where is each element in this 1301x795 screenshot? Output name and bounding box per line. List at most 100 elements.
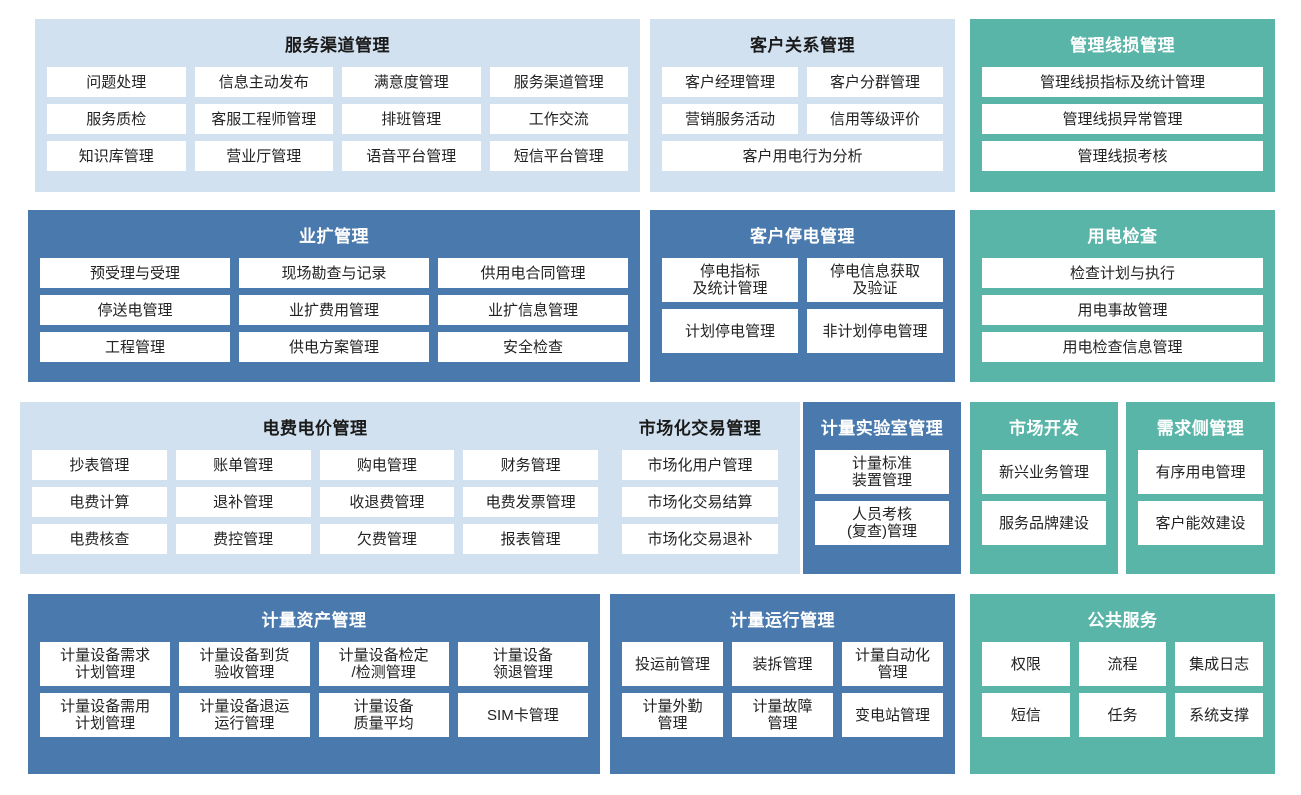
tile-credit-rating-evaluation[interactable]: 信用等级评价 (807, 104, 943, 135)
panel-metering-asset-management[interactable]: 计量资产管理 计量设备需求 计划管理 计量设备到货 验收管理 计量设备检定 /检… (28, 594, 600, 774)
tile-permission[interactable]: 权限 (982, 642, 1070, 687)
tile-outage-indicator-statistics[interactable]: 停电指标 及统计管理 (662, 258, 798, 303)
tile-problem-handling[interactable]: 问题处理 (47, 67, 186, 98)
tile-system-support[interactable]: 系统支撑 (1175, 693, 1263, 738)
tile-power-cut-restore-management[interactable]: 停送电管理 (40, 295, 230, 326)
tile-pre-commissioning-management[interactable]: 投运前管理 (622, 642, 723, 687)
tile-emerging-business-management[interactable]: 新兴业务管理 (982, 450, 1106, 495)
panel-title: 管理线损管理 (1070, 36, 1175, 55)
tile-metering-field-work-management[interactable]: 计量外勤 管理 (622, 693, 723, 738)
tile-shift-scheduling-management[interactable]: 排班管理 (342, 104, 481, 135)
panel-customer-relationship-management[interactable]: 客户关系管理 客户经理管理 客户分群管理 营销服务活动 信用等级评价 客户用电行… (650, 19, 955, 192)
tile-voice-platform-management[interactable]: 语音平台管理 (342, 141, 481, 172)
tile-meter-reading-management[interactable]: 抄表管理 (32, 450, 167, 481)
tile-equipment-decommission-operation-management[interactable]: 计量设备退运 运行管理 (179, 693, 310, 738)
panel-metering-laboratory-management[interactable]: 计量实验室管理 计量标准 装置管理 人员考核 (复查)管理 (803, 402, 961, 574)
tile-task[interactable]: 任务 (1078, 693, 1167, 738)
tile-equipment-usage-plan-management[interactable]: 计量设备需用 计划管理 (40, 693, 171, 738)
tile-workflow[interactable]: 流程 (1078, 642, 1167, 687)
tile-service-quality-inspection[interactable]: 服务质检 (47, 104, 186, 135)
panel-service-channel-management[interactable]: 服务渠道管理 问题处理 信息主动发布 满意度管理 服务渠道管理 服务质检 客服工… (35, 19, 640, 192)
tile-power-purchase-management[interactable]: 购电管理 (319, 450, 455, 481)
tile-equipment-verification-testing-management[interactable]: 计量设备检定 /检测管理 (318, 642, 449, 687)
panel-electricity-usage-inspection[interactable]: 用电检查 检查计划与执行 用电事故管理 用电检查信息管理 (970, 210, 1275, 382)
tile-account-manager-management[interactable]: 客户经理管理 (662, 67, 798, 98)
panel-demand-side-management[interactable]: 需求侧管理 有序用电管理 客户能效建设 (1126, 402, 1275, 574)
tile-orderly-electricity-use-management[interactable]: 有序用电管理 (1138, 450, 1263, 495)
tile-line-loss-assessment[interactable]: 管理线损考核 (982, 141, 1263, 172)
tile-bill-management[interactable]: 账单管理 (175, 450, 311, 481)
tile-electricity-accident-management[interactable]: 用电事故管理 (982, 295, 1263, 326)
tile-inspection-info-management[interactable]: 用电检查信息管理 (982, 332, 1263, 363)
row-fee-market-metering: 电费电价管理 抄表管理 账单管理 购电管理 财务管理 电费计算 退补管理 收退费… (0, 402, 1301, 574)
panel-title: 市场化交易管理 (638, 419, 762, 438)
tile-electricity-fee-calculation[interactable]: 电费计算 (32, 487, 167, 518)
tile-electricity-invoice-management[interactable]: 电费发票管理 (463, 487, 598, 518)
tile-power-supply-contract-management[interactable]: 供用电合同管理 (438, 258, 628, 289)
tile-arrears-management[interactable]: 欠费管理 (319, 524, 455, 555)
tile-outage-info-acquisition-verification[interactable]: 停电信息获取 及验证 (807, 258, 943, 303)
tile-proactive-info-release[interactable]: 信息主动发布 (194, 67, 333, 98)
panel-market-development[interactable]: 市场开发 新兴业务管理 服务品牌建设 (970, 402, 1118, 574)
panel-business-expansion-management[interactable]: 业扩管理 预受理与受理 现场勘查与记录 供用电合同管理 停送电管理 业扩费用管理… (28, 210, 640, 382)
tile-site-survey-and-record[interactable]: 现场勘查与记录 (239, 258, 429, 289)
tile-engineering-management[interactable]: 工程管理 (40, 332, 230, 363)
tile-report-management[interactable]: 报表管理 (463, 524, 598, 555)
tile-equipment-arrival-acceptance-management[interactable]: 计量设备到货 验收管理 (179, 642, 310, 687)
tile-grid: 有序用电管理 客户能效建设 (1138, 450, 1263, 562)
tile-safety-inspection[interactable]: 安全检查 (438, 332, 628, 363)
tile-market-transaction-settlement[interactable]: 市场化交易结算 (622, 487, 778, 518)
tile-market-transaction-refund[interactable]: 市场化交易退补 (622, 524, 778, 555)
tile-power-supply-plan-management[interactable]: 供电方案管理 (239, 332, 429, 363)
tile-expansion-info-management[interactable]: 业扩信息管理 (438, 295, 628, 326)
tile-customer-energy-efficiency-building[interactable]: 客户能效建设 (1138, 501, 1263, 546)
panel-title: 用电检查 (1087, 227, 1158, 246)
tile-refund-supplement-management[interactable]: 退补管理 (175, 487, 311, 518)
tile-work-communication[interactable]: 工作交流 (489, 104, 628, 135)
tile-collection-refund-management[interactable]: 收退费管理 (319, 487, 455, 518)
tile-equipment-issue-return-management[interactable]: 计量设备 领退管理 (457, 642, 588, 687)
panel-title: 需求侧管理 (1156, 419, 1245, 438)
tile-equipment-demand-plan-management[interactable]: 计量设备需求 计划管理 (40, 642, 171, 687)
tile-unplanned-outage-management[interactable]: 非计划停电管理 (807, 309, 943, 354)
tile-install-remove-management[interactable]: 装拆管理 (732, 642, 833, 687)
tile-sms-platform-management[interactable]: 短信平台管理 (489, 141, 628, 172)
tile-metering-standard-device-management[interactable]: 计量标准 装置管理 (815, 450, 949, 495)
tile-sms[interactable]: 短信 (982, 693, 1070, 738)
tile-line-loss-indicator-statistics[interactable]: 管理线损指标及统计管理 (982, 67, 1263, 98)
tile-service-engineer-management[interactable]: 客服工程师管理 (194, 104, 333, 135)
tile-business-hall-management[interactable]: 营业厅管理 (194, 141, 333, 172)
tile-knowledge-base-management[interactable]: 知识库管理 (47, 141, 186, 172)
tile-integration-log[interactable]: 集成日志 (1175, 642, 1263, 687)
tile-grid: 投运前管理 装拆管理 计量自动化 管理 计量外勤 管理 计量故障 管理 变电站管… (622, 642, 943, 762)
tile-fee-control-management[interactable]: 费控管理 (175, 524, 311, 555)
tile-service-channel-management[interactable]: 服务渠道管理 (489, 67, 628, 98)
tile-market-user-management[interactable]: 市场化用户管理 (622, 450, 778, 481)
tile-sim-card-management[interactable]: SIM卡管理 (457, 693, 588, 738)
tile-planned-outage-management[interactable]: 计划停电管理 (662, 309, 798, 354)
panel-electricity-fee-price-management[interactable]: 电费电价管理 抄表管理 账单管理 购电管理 财务管理 电费计算 退补管理 收退费… (20, 402, 610, 574)
tile-grid: 新兴业务管理 服务品牌建设 (982, 450, 1106, 562)
tile-service-brand-building[interactable]: 服务品牌建设 (982, 501, 1106, 546)
tile-pre-acceptance-and-acceptance[interactable]: 预受理与受理 (40, 258, 230, 289)
tile-customer-electricity-behavior-analysis[interactable]: 客户用电行为分析 (662, 141, 943, 172)
tile-satisfaction-management[interactable]: 满意度管理 (342, 67, 481, 98)
panel-public-service[interactable]: 公共服务 权限 流程 集成日志 短信 任务 系统支撑 (970, 594, 1275, 774)
tile-line-loss-exception-management[interactable]: 管理线损异常管理 (982, 104, 1263, 135)
panel-customer-outage-management[interactable]: 客户停电管理 停电指标 及统计管理 停电信息获取 及验证 计划停电管理 非计划停… (650, 210, 955, 382)
panel-metering-operation-management[interactable]: 计量运行管理 投运前管理 装拆管理 计量自动化 管理 计量外勤 管理 计量故障 … (610, 594, 955, 774)
tile-equipment-quality-average[interactable]: 计量设备 质量平均 (318, 693, 449, 738)
tile-personnel-assessment-review-management[interactable]: 人员考核 (复查)管理 (815, 501, 949, 546)
panel-management-line-loss-management[interactable]: 管理线损管理 管理线损指标及统计管理 管理线损异常管理 管理线损考核 (970, 19, 1275, 192)
tile-inspection-plan-and-execution[interactable]: 检查计划与执行 (982, 258, 1263, 289)
tile-electricity-fee-audit[interactable]: 电费核查 (32, 524, 167, 555)
tile-customer-segmentation-management[interactable]: 客户分群管理 (807, 67, 943, 98)
tile-metering-automation-management[interactable]: 计量自动化 管理 (842, 642, 943, 687)
tile-expansion-fee-management[interactable]: 业扩费用管理 (239, 295, 429, 326)
tile-metering-fault-management[interactable]: 计量故障 管理 (732, 693, 833, 738)
tile-substation-management[interactable]: 变电站管理 (842, 693, 943, 738)
panel-market-transaction-management[interactable]: 市场化交易管理 市场化用户管理 市场化交易结算 市场化交易退补 (610, 402, 790, 574)
tile-grid: 停电指标 及统计管理 停电信息获取 及验证 计划停电管理 非计划停电管理 (662, 258, 943, 370)
tile-financial-management[interactable]: 财务管理 (463, 450, 598, 481)
tile-marketing-service-activity[interactable]: 营销服务活动 (662, 104, 798, 135)
